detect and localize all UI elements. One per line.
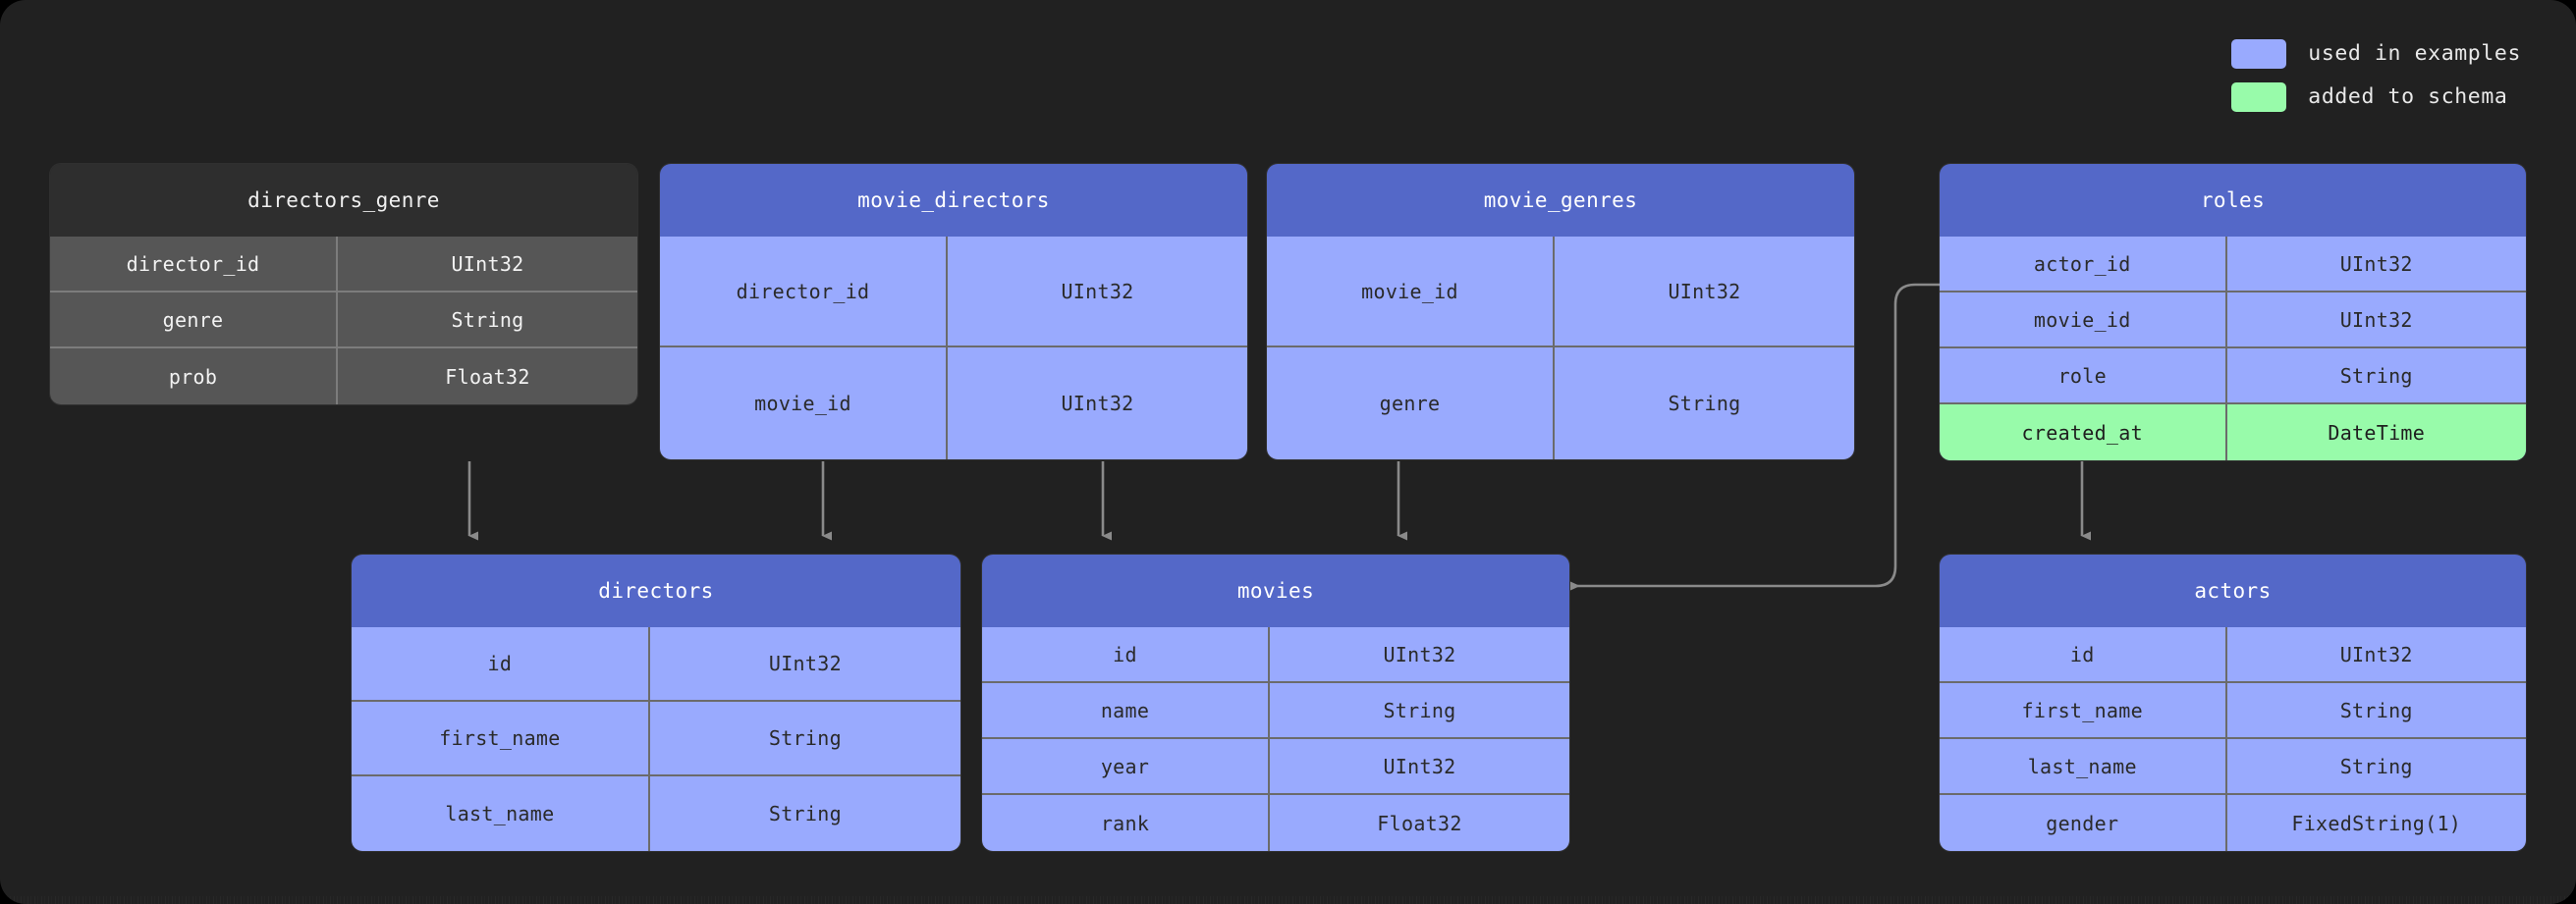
table-row[interactable]: genre String (1267, 347, 1854, 459)
table-row[interactable]: last_name String (352, 776, 960, 851)
legend: used in examples added to schema (2231, 39, 2521, 112)
table-actors[interactable]: actors id UInt32 first_name String last_… (1940, 555, 2526, 851)
column-type: Float32 (445, 364, 530, 389)
column-name: id (1940, 627, 2227, 683)
table-row[interactable]: gender FixedString(1) (1940, 795, 2526, 851)
table-row[interactable]: id UInt32 (1940, 627, 2526, 683)
column-name: director_id (660, 237, 949, 347)
column-type: UInt32 (1270, 739, 1569, 795)
column-name: name (982, 683, 1271, 739)
table-row[interactable]: year UInt32 (982, 739, 1569, 795)
column-type: UInt32 (948, 237, 1247, 347)
column-name: movie_id (1940, 292, 2227, 348)
table-row[interactable]: movie_id UInt32 (1267, 237, 1854, 347)
column-name: last_name (352, 776, 650, 851)
table-row[interactable]: director_id UInt32 (660, 237, 1247, 347)
column-type: UInt32 (1270, 627, 1569, 683)
legend-label-added-to-schema: added to schema (2308, 84, 2508, 110)
column-name: gender (1940, 795, 2227, 851)
column-name: role (1940, 348, 2227, 404)
column-name: genre (50, 292, 339, 348)
table-movie-genres[interactable]: movie_genres movie_id UInt32 genre Strin… (1267, 164, 1854, 459)
table-title-movie-genres: movie_genres (1267, 164, 1854, 237)
table-row[interactable]: id UInt32 (352, 627, 960, 702)
column-name: movie_id (1267, 237, 1556, 347)
column-type: FixedString(1) (2291, 811, 2462, 835)
table-title-directors-genre: directors_genre (50, 164, 637, 237)
column-type: UInt32 (649, 627, 960, 702)
column-name: last_name (1940, 739, 2227, 795)
table-title-roles: roles (1940, 164, 2526, 237)
column-type: String (2226, 739, 2526, 795)
column-type: String (338, 292, 637, 348)
table-row-added[interactable]: created_at DateTime (1940, 404, 2526, 460)
table-row[interactable]: name String (982, 683, 1569, 739)
table-row[interactable]: role String (1940, 348, 2526, 404)
column-type: String (2226, 348, 2526, 404)
column-type: String (1668, 392, 1741, 415)
column-type: String (768, 802, 842, 825)
table-title-directors: directors (352, 555, 960, 627)
column-name: genre (1267, 347, 1556, 459)
table-row[interactable]: director_id UInt32 (50, 237, 637, 292)
column-type: UInt32 (1061, 392, 1134, 415)
column-type: UInt32 (2226, 237, 2526, 292)
column-type: UInt32 (1555, 237, 1854, 347)
table-title-actors: actors (1940, 555, 2526, 627)
legend-item-added-to-schema: added to schema (2231, 82, 2507, 112)
column-type: UInt32 (2226, 292, 2526, 348)
column-name: rank (982, 795, 1271, 851)
table-row[interactable]: actor_id UInt32 (1940, 237, 2526, 292)
table-title-movies: movies (982, 555, 1569, 627)
legend-swatch-used-in-examples (2231, 39, 2287, 69)
table-directors-genre[interactable]: directors_genre director_id UInt32 genre… (50, 164, 637, 404)
column-name: created_at (1940, 404, 2227, 460)
table-row[interactable]: rank Float32 (982, 795, 1569, 851)
table-directors[interactable]: directors id UInt32 first_name String la… (352, 555, 960, 851)
table-row[interactable]: movie_id UInt32 (660, 347, 1247, 459)
table-row[interactable]: last_name String (1940, 739, 2526, 795)
column-type: String (1270, 683, 1569, 739)
table-movies[interactable]: movies id UInt32 name String year UInt32… (982, 555, 1569, 851)
column-name: year (982, 739, 1271, 795)
column-type: UInt32 (338, 237, 637, 292)
legend-label-used-in-examples: used in examples (2308, 41, 2521, 67)
column-type: UInt32 (2226, 627, 2526, 683)
column-type: DateTime (2226, 404, 2526, 460)
table-movie-directors[interactable]: movie_directors director_id UInt32 movie… (660, 164, 1247, 459)
table-row[interactable]: genre String (50, 292, 637, 348)
legend-swatch-added-to-schema (2231, 82, 2287, 112)
column-name: prob (50, 348, 339, 404)
column-name: actor_id (1940, 237, 2227, 292)
table-row[interactable]: prob Float32 (50, 348, 637, 404)
table-title-movie-directors: movie_directors (660, 164, 1247, 237)
bottom-noise-strip (0, 896, 2576, 904)
column-name: first_name (1940, 683, 2227, 739)
table-roles[interactable]: roles actor_id UInt32 movie_id UInt32 ro… (1940, 164, 2526, 460)
column-type: String (2226, 683, 2526, 739)
table-row[interactable]: first_name String (352, 702, 960, 776)
column-type: String (649, 702, 960, 776)
column-name: director_id (50, 237, 339, 292)
legend-item-used-in-examples: used in examples (2231, 39, 2521, 69)
table-row[interactable]: movie_id UInt32 (1940, 292, 2526, 348)
column-name: movie_id (660, 347, 949, 459)
table-row[interactable]: first_name String (1940, 683, 2526, 739)
column-name: id (982, 627, 1271, 683)
column-name: id (352, 627, 650, 702)
column-name: first_name (352, 702, 650, 776)
table-row[interactable]: id UInt32 (982, 627, 1569, 683)
column-type: Float32 (1377, 811, 1462, 835)
